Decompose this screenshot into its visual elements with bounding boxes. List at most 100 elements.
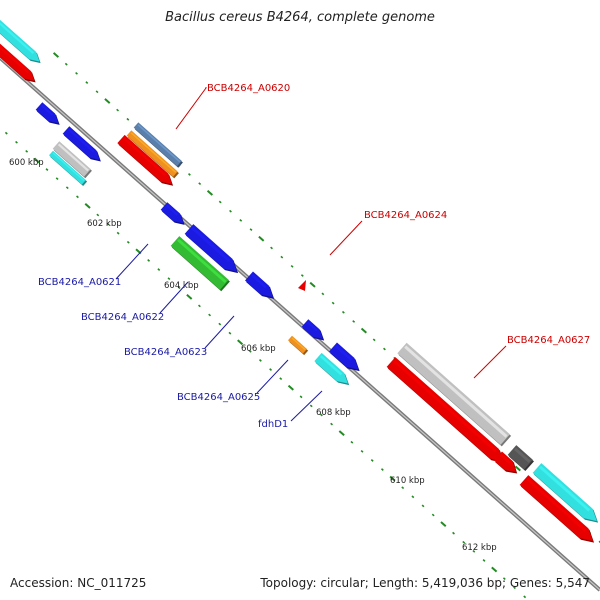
cds-red-a0624-marker[interactable]: [298, 280, 306, 291]
kbp-label-604: 604 kbp: [164, 281, 199, 291]
lower-track-tick: [440, 521, 447, 527]
lower-track-tick: [462, 540, 466, 544]
cds-orange-a0625[interactable]: [288, 335, 307, 354]
leader-line-a0624: [329, 220, 363, 256]
gene-label-a0620[interactable]: BCB4264_A0620: [207, 83, 290, 94]
lower-track-tick: [147, 259, 151, 262]
lower-track-tick: [126, 240, 130, 244]
cds-cyan-fdhd1[interactable]: [314, 352, 348, 384]
lower-track-tick: [177, 286, 181, 290]
cds-cyan-03[interactable]: [49, 150, 86, 185]
kbp-label-608: 608 kbp: [316, 408, 351, 418]
lower-track-tick: [208, 313, 212, 317]
lower-track-tick: [15, 140, 18, 144]
kbp-label-602: 602 kbp: [87, 219, 122, 229]
cds-blue-08[interactable]: [329, 342, 359, 370]
upper-track-tick: [75, 71, 78, 75]
upper-track-tick: [249, 228, 253, 231]
lower-track-tick: [186, 293, 193, 300]
cds-cyan-10[interactable]: [532, 463, 597, 522]
upper-track-tick: [300, 274, 304, 277]
genome-title: Bacillus cereus B4264, complete genome: [165, 10, 435, 25]
cds-red-11-highlight: [526, 477, 587, 532]
lower-track-tick: [389, 475, 396, 482]
lower-track-tick: [4, 131, 8, 135]
upper-track-tick: [116, 108, 120, 112]
cds-blue-07[interactable]: [301, 319, 323, 339]
cds-red-09-highlight: [500, 453, 511, 464]
upper-track-tick: [383, 347, 386, 351]
upper-track-tick: [206, 189, 214, 196]
cds-gray-03[interactable]: [52, 141, 91, 177]
cds-orange-a0620-highlight: [130, 132, 177, 173]
gene-label-a0623[interactable]: BCB4264_A0623: [124, 347, 207, 358]
lower-track-tick: [25, 149, 29, 153]
cds-blue-05-highlight: [191, 226, 231, 262]
lower-track-tick: [55, 177, 59, 181]
cds-gray-03-highlight: [57, 143, 89, 172]
cds-darkgray-a0627[interactable]: [507, 445, 533, 470]
cds-blue-04-highlight: [165, 204, 179, 216]
upper-track-tick: [64, 62, 68, 66]
gene-label-fdhd1[interactable]: fdhD1: [258, 419, 288, 430]
gene-label-a0627[interactable]: BCB4264_A0627: [507, 335, 590, 346]
kbp-label-612: 612 kbp: [462, 543, 497, 553]
kbp-label-610: 610 kbp: [390, 476, 425, 486]
lower-track-tick: [330, 422, 333, 426]
upper-track-tick: [85, 81, 89, 84]
upper-track-tick: [270, 246, 273, 250]
lower-track-tick: [237, 339, 244, 346]
cds-orange-a0625-highlight: [291, 337, 306, 351]
upper-track-tick: [126, 117, 130, 121]
cds-blue-06[interactable]: [245, 271, 273, 298]
cds-blue-02[interactable]: [62, 126, 100, 160]
cds-red-a-highlight: [0, 45, 30, 74]
upper-track-tick: [290, 264, 294, 268]
upper-track-tick: [360, 327, 367, 334]
lower-track-tick: [45, 168, 49, 171]
cds-gray-a0627-highlight: [404, 345, 508, 438]
accession-label: Accession: NC_011725: [10, 576, 147, 590]
cds-cyan-a-highlight: [0, 22, 35, 54]
lower-track-tick: [228, 331, 232, 335]
lower-track-tick: [452, 531, 455, 535]
leader-line-fdhd1: [290, 390, 323, 422]
gene-label-a0625[interactable]: BCB4264_A0625: [177, 392, 260, 403]
upper-track-tick: [372, 338, 376, 342]
upper-track-tick: [229, 209, 232, 213]
upper-track-tick: [309, 281, 316, 288]
upper-track-tick: [188, 173, 191, 176]
cds-green-a0622[interactable]: [170, 236, 229, 290]
cds-red-11[interactable]: [519, 475, 593, 542]
cds-red-a0620[interactable]: [117, 134, 172, 185]
cds-red-09[interactable]: [494, 451, 516, 472]
cds-red-a0627-highlight: [393, 359, 497, 452]
cds-red-a0627[interactable]: [386, 357, 504, 462]
upper-track-tick: [352, 320, 356, 323]
lower-track-tick: [33, 157, 40, 164]
lower-track-tick: [299, 395, 303, 399]
upper-track-tick: [321, 292, 325, 296]
upper-track-tick: [52, 52, 60, 58]
kbp-labels: 600 kbp 602 kbp 604 kbp 606 kbp 608 kbp …: [9, 158, 497, 553]
cds-steel-a0620[interactable]: [133, 122, 182, 167]
cds-blue-06-highlight: [251, 273, 267, 289]
cds-blue-05[interactable]: [184, 224, 237, 272]
leader-line-a0621: [115, 243, 149, 280]
lower-track-tick: [350, 440, 354, 444]
lower-track-tick: [269, 368, 273, 371]
gene-label-a0622[interactable]: BCB4264_A0622: [81, 312, 164, 323]
lower-track-tick: [116, 231, 120, 235]
gene-labels: BCB4264_A0620 BCB4264_A0621 BCB4264_A062…: [38, 83, 590, 430]
cds-cyan-fdhd1-highlight: [319, 355, 343, 376]
cds-blue-04[interactable]: [160, 202, 184, 224]
lower-track-tick: [513, 586, 516, 590]
cds-blue-01[interactable]: [35, 102, 59, 124]
lower-track-tick: [380, 468, 384, 471]
cds-gray-a0627[interactable]: [397, 342, 510, 445]
cds-blue-08-highlight: [335, 344, 353, 361]
cds-orange-a0620[interactable]: [126, 130, 178, 177]
gene-label-a0624[interactable]: BCB4264_A0624: [364, 210, 447, 221]
gene-label-a0621[interactable]: BCB4264_A0621: [38, 277, 121, 288]
